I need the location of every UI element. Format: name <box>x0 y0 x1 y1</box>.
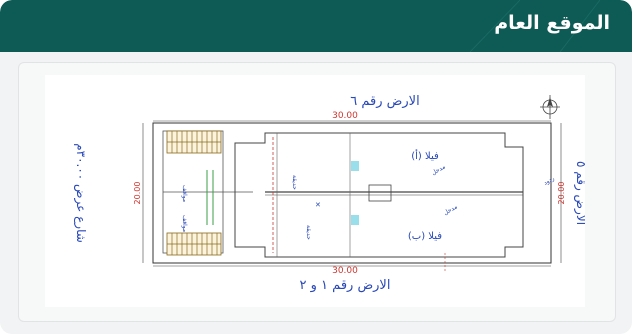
svg-text:حديقة: حديقة <box>291 175 298 190</box>
street-label: شارع عرض ٣٠.٠٠م <box>73 143 88 243</box>
plot-boundary <box>152 122 552 264</box>
bottom-width-dimension: 30.00 <box>332 266 358 276</box>
villa-a-label: فيلا (أ) <box>411 149 439 162</box>
svg-text:✕: ✕ <box>315 201 321 209</box>
stairs-top-icon <box>166 130 222 154</box>
stairs-bottom-icon <box>166 232 222 256</box>
villas-outline <box>234 132 524 258</box>
right-depth-dimension: 20.00 <box>557 182 566 205</box>
svg-text:حديقة: حديقة <box>305 225 312 240</box>
top-neighbor-label: الارض رقم ٦ <box>350 94 419 109</box>
site-plan-drawing[interactable]: حديقة حديقة ✕ مدخل مدخل مواقف مواقف ردود… <box>45 75 585 307</box>
svg-text:ردود: ردود <box>543 175 556 187</box>
villa-b-label: فيلا (ب) <box>408 231 442 242</box>
header-decoration <box>469 0 601 52</box>
bottom-neighbor-label: الارض رقم ١ و ٢ <box>300 278 391 293</box>
site-plan-svg: حديقة حديقة ✕ مدخل مدخل مواقف مواقف ردود… <box>73 94 585 293</box>
left-depth-dimension: 20.00 <box>133 182 142 205</box>
svg-text:مدخل: مدخل <box>431 163 447 176</box>
right-neighbor-label: الارض رقم ٥ <box>573 161 585 225</box>
card-header: الموقع العام <box>0 0 632 52</box>
north-arrow-icon <box>540 95 560 119</box>
svg-text:مواقف: مواقف <box>181 215 188 232</box>
top-width-dimension: 30.00 <box>332 111 358 121</box>
svg-text:مدخل: مدخل <box>443 203 459 216</box>
svg-text:مواقف: مواقف <box>181 185 188 202</box>
card-title: الموقع العام <box>494 12 610 34</box>
